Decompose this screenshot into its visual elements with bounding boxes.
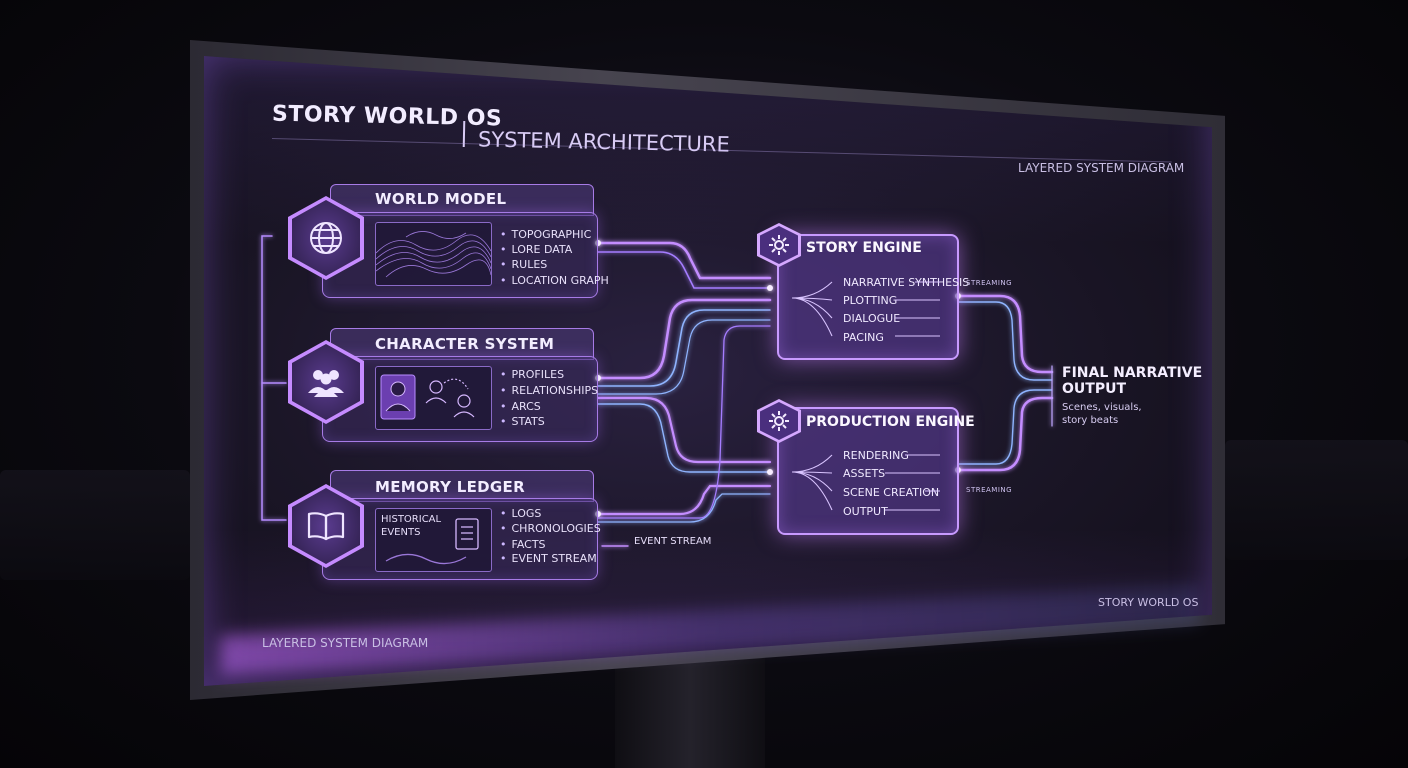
event-stream-label: EVENT STREAM (634, 536, 712, 547)
final-output-title: FINAL NARRATIVE (1062, 365, 1203, 381)
story-engine-panel[interactable] (777, 234, 959, 360)
world-model-hex (288, 196, 364, 280)
production-engine-item: RENDERING (843, 449, 909, 462)
story-engine-item: PLOTTING (843, 294, 898, 307)
world-model-item: LORE DATA (500, 243, 573, 256)
story-engine-title: STORY ENGINE (806, 240, 922, 256)
corner-label-top-right: LAYERED SYSTEM DIAGRAM (1018, 161, 1185, 175)
gear-icon (769, 235, 789, 255)
production-engine-panel[interactable] (777, 407, 959, 535)
gear-icon (769, 411, 789, 431)
historical-events-label: EVENTS (381, 527, 421, 538)
world-model-title: WORLD MODEL (375, 190, 507, 208)
final-output-description: story beats (1062, 415, 1119, 426)
world-model-item: TOPOGRAPHIC (500, 228, 592, 241)
streaming-label-bottom: STREAMING (966, 486, 1013, 494)
corner-label-bottom-right: STORY WORLD OS (1098, 596, 1199, 609)
memory-ledger-item: LOGS (500, 507, 542, 520)
memory-ledger-tab (330, 470, 594, 502)
story-engine-item: DIALOGUE (843, 312, 901, 325)
memory-ledger-item: FACTS (500, 538, 546, 551)
background-equipment-left (0, 470, 190, 580)
book-icon (307, 512, 345, 541)
world-model-item: RULES (500, 258, 548, 271)
people-icon (308, 370, 344, 397)
topographic-map-thumbnail (375, 222, 492, 286)
corner-label-bottom-left: LAYERED SYSTEM DIAGRAM (262, 636, 429, 650)
streaming-label-top: STREAMING (966, 279, 1013, 287)
character-system-title: CHARACTER SYSTEM (375, 335, 555, 353)
globe-icon (310, 222, 342, 254)
memory-ledger-item: EVENT STREAM (500, 552, 597, 565)
production-engine-title: PRODUCTION ENGINE (806, 414, 975, 430)
final-output-description: Scenes, visuals, (1062, 402, 1142, 413)
production-engine-item: ASSETS (843, 467, 886, 480)
historical-events-thumbnail (375, 508, 492, 572)
character-system-item: RELATIONSHIPS (500, 384, 599, 397)
production-engine-item: OUTPUT (843, 505, 888, 518)
world-model-item: LOCATION GRAPH (500, 274, 609, 287)
story-engine-item: PACING (843, 331, 884, 344)
character-system-item: PROFILES (500, 368, 565, 381)
character-system-item: ARCS (500, 400, 541, 413)
final-output-title: OUTPUT (1062, 381, 1126, 397)
memory-ledger-title: MEMORY LEDGER (375, 478, 525, 496)
production-engine-hex (757, 399, 801, 443)
production-engine-item: SCENE CREATION (843, 486, 940, 499)
character-system-item: STATS (500, 415, 545, 428)
background-equipment-right (1225, 440, 1408, 560)
historical-events-label: HISTORICAL (381, 514, 442, 525)
memory-ledger-item: CHRONOLOGIES (500, 522, 601, 535)
story-engine-item: NARRATIVE SYNTHESIS (843, 276, 970, 289)
character-profiles-thumbnail (375, 366, 492, 430)
